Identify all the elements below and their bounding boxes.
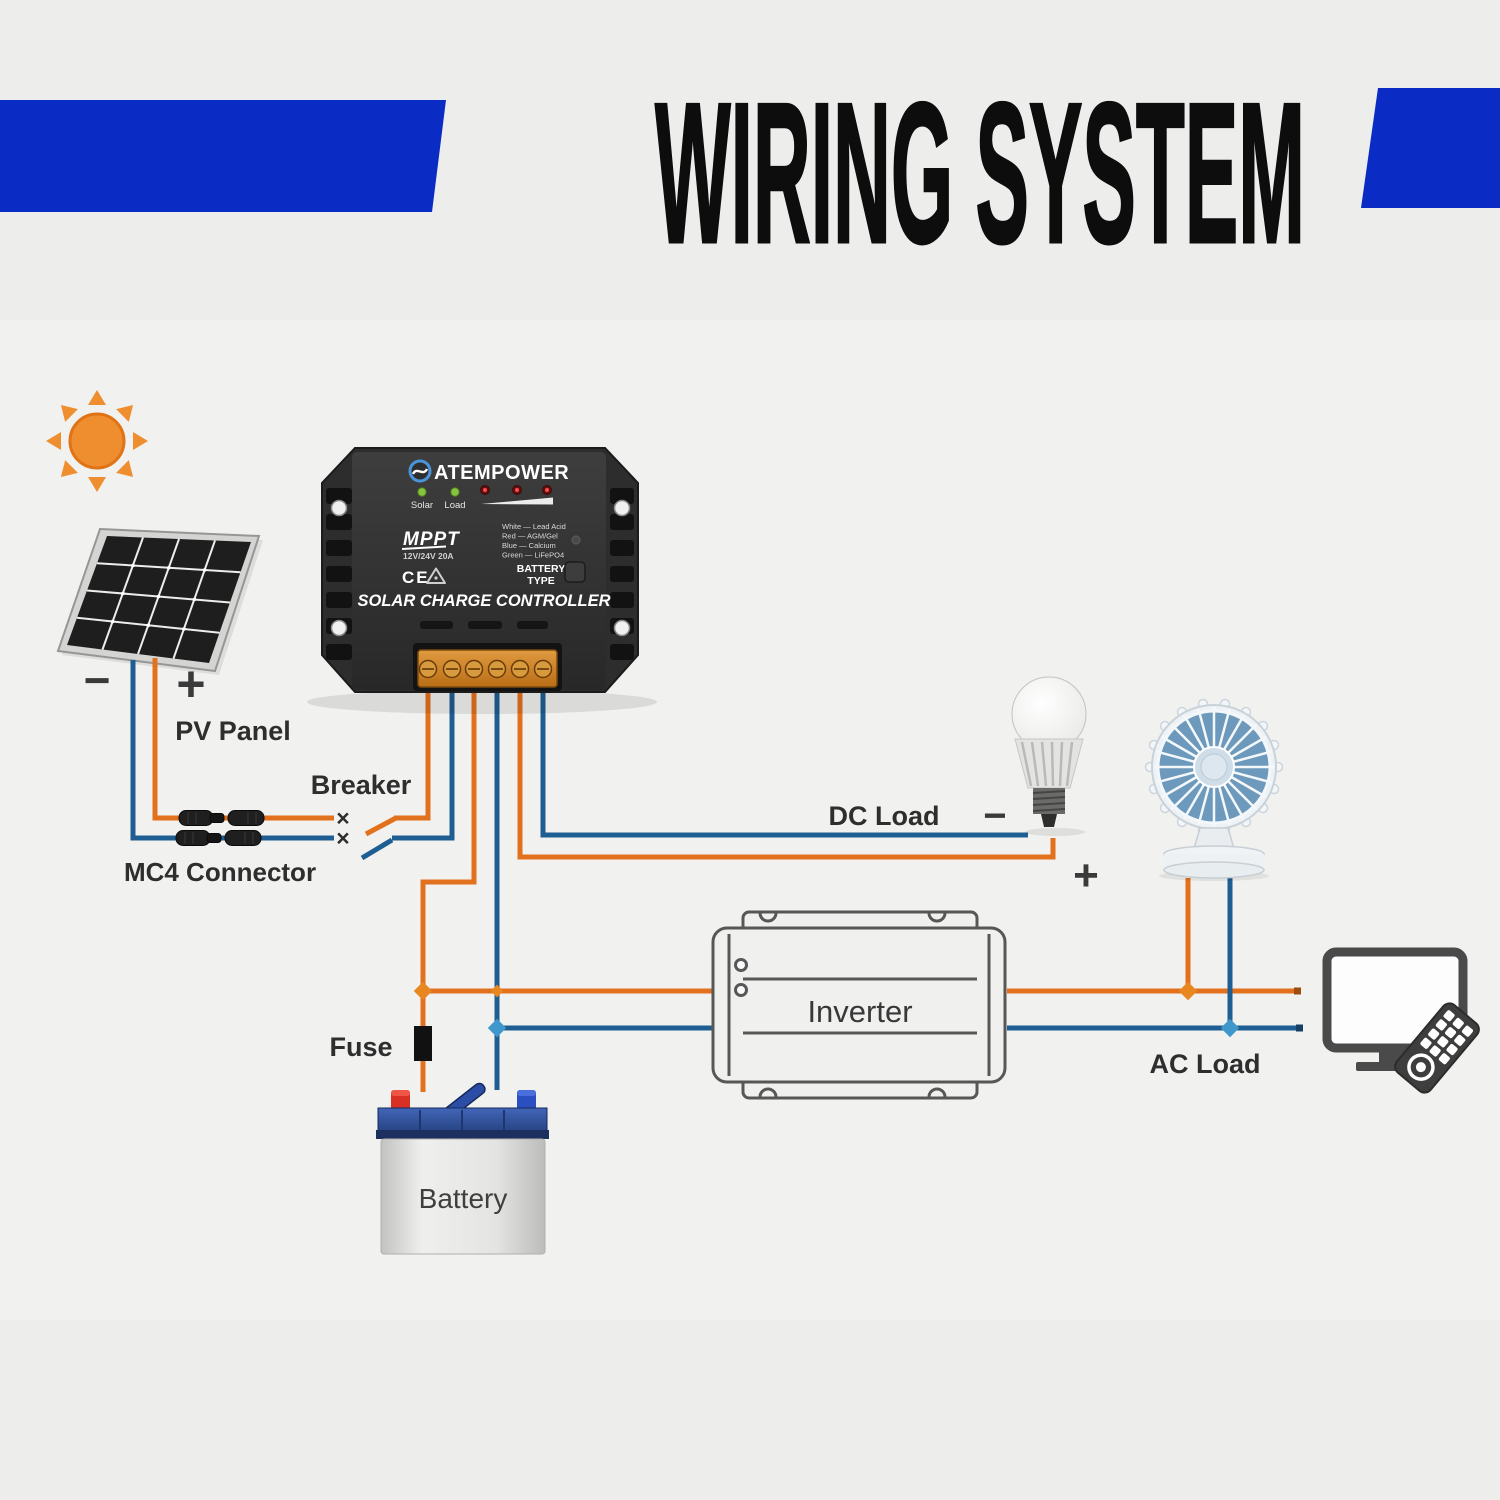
junction-battery-positive — [413, 981, 433, 1001]
fuse-label: Fuse — [329, 1032, 392, 1062]
wire-pv-in-negative — [392, 680, 455, 841]
panel-minus-label: − — [84, 654, 111, 706]
breaker-label: Breaker — [311, 770, 412, 800]
solar-led — [417, 487, 427, 497]
sun-icon — [46, 390, 148, 492]
solar-panel — [56, 527, 263, 675]
inverter-box — [711, 910, 1007, 1100]
mc4-connector-icons — [175, 810, 265, 846]
legend-line-4: Green — LiFePO4 — [502, 551, 564, 560]
breaker-cross-positive: × — [336, 805, 349, 831]
fan-icon — [1144, 698, 1284, 881]
tv-icon — [1322, 947, 1480, 1094]
remote-icon — [1394, 1002, 1480, 1094]
wire-pv-negative — [130, 660, 334, 841]
mc4-connector-label: MC4 Connector — [124, 857, 316, 887]
labels: − + PV Panel MC4 Connector Breaker Fuse … — [84, 654, 1261, 1214]
battery-status-leds — [480, 485, 552, 495]
wire-dc-load-positive — [517, 680, 1056, 860]
dc-minus-label: − — [983, 794, 1006, 838]
ac-load-label: AC Load — [1150, 1049, 1261, 1079]
load-led — [450, 487, 460, 497]
header-right-bar — [1361, 88, 1500, 208]
brand-logo-icon — [408, 459, 432, 483]
breaker-blade-positive — [364, 815, 398, 837]
junction-fan-negative — [1220, 1018, 1240, 1038]
battery-type-label-2: TYPE — [527, 575, 554, 587]
dc-plus-label: + — [1073, 851, 1099, 900]
wire-pv-in-positive — [394, 680, 431, 821]
battery-icon — [376, 1082, 549, 1255]
solar-led-label: Solar — [411, 500, 433, 511]
panel-plus-label: + — [176, 656, 205, 712]
dc-load-label: DC Load — [829, 801, 940, 831]
breaker-cross-negative: × — [336, 825, 349, 851]
page-title: WIRING SYSTEM — [655, 62, 1305, 285]
product-name: SOLAR CHARGE CONTROLLER — [358, 592, 611, 610]
junction-fan-positive — [1178, 981, 1198, 1001]
header: WIRING SYSTEM — [0, 61, 1500, 287]
rating-label: 12V/24V 20A — [403, 551, 454, 561]
mc4-pair-negative — [175, 830, 262, 846]
pv-panel-label: PV Panel — [175, 716, 291, 746]
brand-name: ATEMPOWER — [434, 462, 569, 484]
inverter-label: Inverter — [807, 994, 912, 1029]
battery-type-label-1: BATTERY — [517, 563, 565, 575]
vent-slots — [420, 621, 548, 629]
wire-pv-positive — [152, 658, 334, 821]
charge-controller: ATEMPOWER Solar Load MPPT 12V/24V 20A Wh… — [307, 447, 657, 714]
mc4-pair-positive — [178, 810, 265, 826]
ce-mark: CE — [402, 568, 430, 587]
mppt-label: MPPT — [403, 529, 460, 550]
load-led-label: Load — [444, 500, 465, 511]
led-scale-wedge — [481, 497, 553, 505]
breaker-blade-negative — [360, 837, 394, 861]
status-leds — [417, 485, 553, 505]
fuse-icon — [414, 1026, 432, 1061]
cert-triangle-icon — [426, 567, 446, 584]
mounting-screws — [330, 499, 631, 637]
legend-line-1: White — Lead Acid — [502, 522, 566, 531]
light-bulb-icon — [1011, 676, 1087, 836]
legend-line-3: Blue — Calcium — [502, 541, 556, 550]
battery-type-legend: White — Lead Acid Red — AGM/Gel Blue — C… — [502, 522, 581, 560]
battery-label: Battery — [419, 1183, 508, 1214]
wire-dc-load-negative — [540, 680, 1028, 838]
battery-type-button — [564, 561, 586, 583]
legend-line-2: Red — AGM/Gel — [502, 532, 558, 541]
header-left-bar — [0, 100, 446, 212]
terminal-block — [413, 643, 562, 691]
controller-face — [352, 452, 606, 690]
mode-led — [571, 535, 581, 545]
junction-battery-negative — [487, 1018, 507, 1038]
